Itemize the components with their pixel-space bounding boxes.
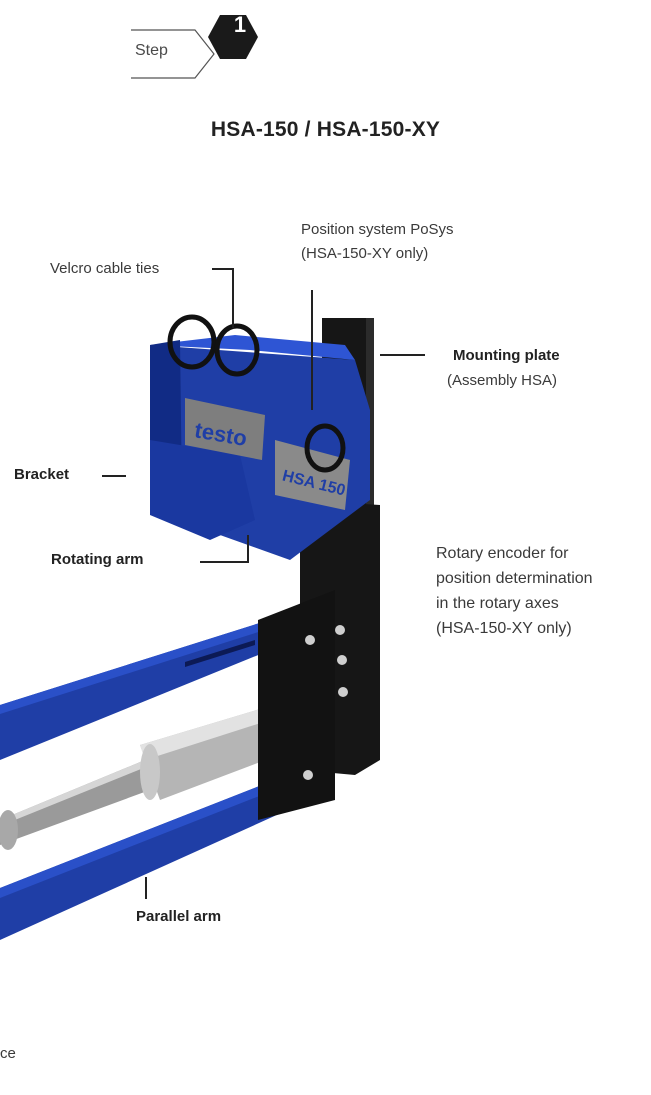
rotary-encoder-line4: (HSA-150-XY only) <box>436 620 572 637</box>
position-system-label: Position system PoSys (HSA-150-XY only) <box>301 218 454 266</box>
velcro-leader-h <box>212 268 234 270</box>
bracket-leader <box>102 475 126 477</box>
footer-text-fragment: ce <box>0 1045 16 1062</box>
model-plate <box>275 440 350 510</box>
velcro-leader-v <box>232 268 234 328</box>
probe-rod <box>0 760 150 845</box>
mounting-plate-sublabel: (Assembly HSA) <box>447 372 558 389</box>
velcro-tie-left <box>167 314 217 370</box>
rotary-encoder-line1: Rotary encoder for <box>436 545 569 562</box>
page-title: HSA-150 / HSA-150-XY <box>210 118 441 141</box>
rotating-arm-leader-v <box>247 535 249 563</box>
mounting-plate-label: Mounting plate <box>453 347 560 364</box>
rotating-arm-leader-h <box>200 561 248 563</box>
brand-plate <box>185 398 265 460</box>
position-system-line1: Position system PoSys <box>301 221 454 238</box>
rotary-encoder-line3: in the rotary axes <box>436 595 559 612</box>
rotating-arm-block <box>150 440 255 540</box>
velcro-tie-middle <box>214 323 260 377</box>
rotary-encoder-line2: position determination <box>436 570 593 587</box>
position-system-leader <box>311 290 313 410</box>
step-tab-outline <box>131 29 215 79</box>
rotating-arm-label: Rotating arm <box>51 551 144 568</box>
step-number-badge <box>208 15 258 59</box>
parallel-arm-leader <box>145 877 147 899</box>
mounting-plate-leader <box>380 354 425 356</box>
step-number: 1 <box>233 12 247 37</box>
rotary-encoder-label: Rotary encoder for position determinatio… <box>436 541 593 641</box>
position-system-line2: (HSA-150-XY only) <box>301 245 429 262</box>
velcro-tie-right <box>304 423 346 473</box>
velcro-label: Velcro cable ties <box>50 260 160 277</box>
parallel-arm-label: Parallel arm <box>136 908 222 925</box>
parallel-arm-lower <box>0 770 310 940</box>
step-label: Step <box>135 42 168 59</box>
bracket-label: Bracket <box>14 466 70 483</box>
